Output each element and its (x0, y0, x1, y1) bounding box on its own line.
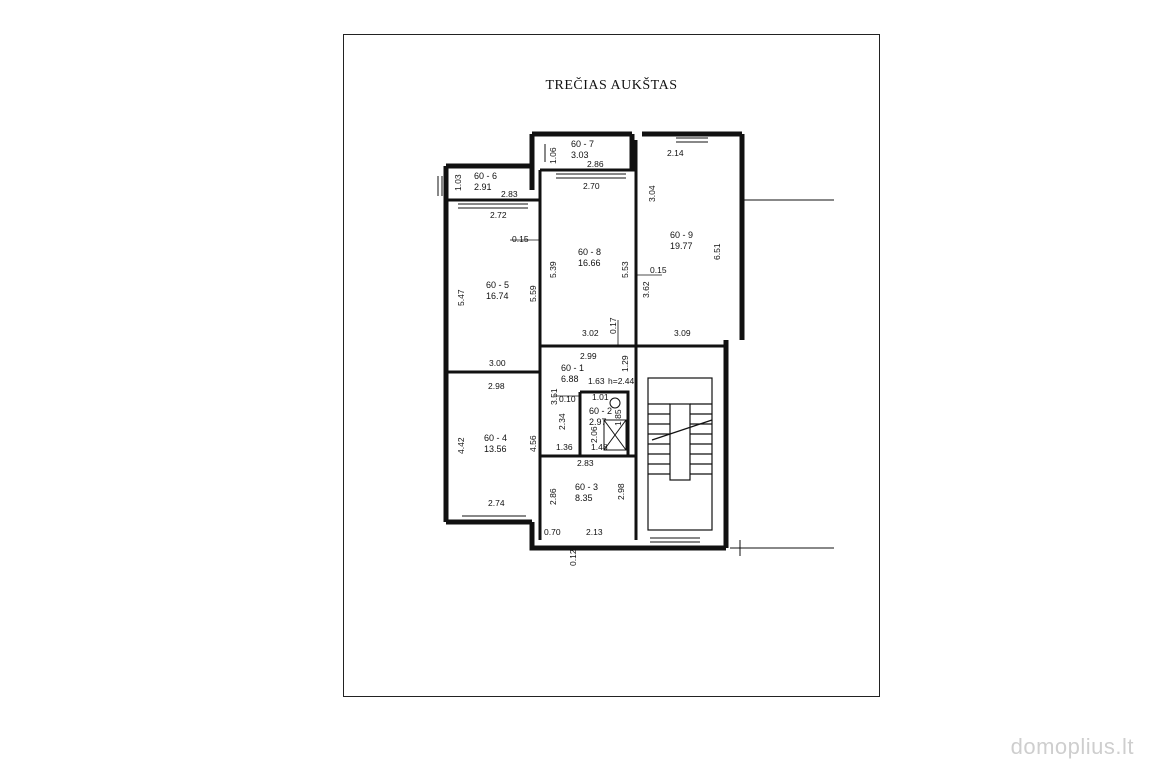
dimension-label: 5.53 (620, 261, 630, 278)
room-60-9: 60 - 9 19.77 (670, 230, 693, 251)
dimension-label: 4.42 (456, 437, 466, 454)
dimension-label: 0.17 (608, 317, 618, 334)
dimension-label: 3.04 (647, 185, 657, 202)
dimension-label: 1.01 (592, 392, 609, 402)
room-60-1: 60 - 1 6.88 (561, 363, 584, 384)
dimension-label: 2.98 (616, 483, 626, 500)
dimension-label: 2.83 (577, 458, 594, 468)
room-60-3: 60 - 3 8.35 (575, 482, 598, 503)
room-60-5: 60 - 5 16.74 (486, 280, 509, 301)
dimension-label: 2.74 (488, 498, 505, 508)
dimension-label: 1.03 (453, 174, 463, 191)
room-area: 19.77 (670, 241, 693, 251)
dimension-label: 2.99 (580, 351, 597, 361)
room-area: 3.03 (571, 150, 589, 160)
room-area: 13.56 (484, 444, 507, 454)
dimension-label: 2.86 (587, 159, 604, 169)
dimension-label: h=2.44 (608, 376, 635, 386)
room-area: 16.66 (578, 258, 601, 268)
dimension-label: 6.51 (712, 243, 722, 260)
room-id: 60 - 5 (486, 280, 509, 290)
room-60-2: 60 - 2 2.97 (589, 406, 612, 427)
drawing-sheet-border (343, 34, 880, 697)
dimension-label: 5.47 (456, 289, 466, 306)
dimension-label: 2.34 (557, 413, 567, 430)
room-60-8: 60 - 8 16.66 (578, 247, 601, 268)
dimension-label: 2.86 (548, 488, 558, 505)
dimension-label: 1.06 (548, 147, 558, 164)
dimension-label: 0.15 (512, 234, 529, 244)
dimension-label: 2.13 (586, 527, 603, 537)
room-area: 2.91 (474, 182, 492, 192)
dimension-label: 3.51 (549, 388, 559, 405)
floor-title: TREČIAS AUKŠTAS (545, 78, 678, 93)
dimension-label: 1.63 (588, 376, 605, 386)
room-area: 16.74 (486, 291, 509, 301)
dimension-label: 0.12 (568, 549, 578, 566)
dimension-label: 2.98 (488, 381, 505, 391)
dimension-label: 1.29 (620, 355, 630, 372)
dimension-label: 2.14 (667, 148, 684, 158)
dimension-label: 0.70 (544, 527, 561, 537)
room-id: 60 - 8 (578, 247, 601, 257)
room-id: 60 - 9 (670, 230, 693, 240)
dimension-label: 0.10 (559, 394, 576, 404)
room-id: 60 - 1 (561, 363, 584, 373)
room-id: 60 - 2 (589, 406, 612, 416)
dimension-label: 3.02 (582, 328, 599, 338)
dimension-label: 5.59 (528, 285, 538, 302)
room-60-6: 60 - 6 2.91 (474, 171, 497, 192)
dimension-label: 2.06 (589, 426, 599, 443)
room-60-4: 60 - 4 13.56 (484, 433, 507, 454)
dimension-label: 1.85 (613, 409, 623, 426)
room-id: 60 - 6 (474, 171, 497, 181)
room-60-7: 60 - 7 3.03 (571, 139, 594, 160)
room-area: 8.35 (575, 493, 593, 503)
dimension-label: 5.39 (548, 261, 558, 278)
room-id: 60 - 4 (484, 433, 507, 443)
dimension-label: 3.62 (641, 281, 651, 298)
dimension-labels: 1.03 2.83 1.06 2.86 2.70 2.14 3.04 2.72 … (453, 147, 722, 566)
watermark-logo: domoplius.lt (1010, 734, 1134, 759)
dimension-label: 2.72 (490, 210, 507, 220)
dimension-label: 3.00 (489, 358, 506, 368)
dimension-label: 0.15 (650, 265, 667, 275)
dimension-label: 4.56 (528, 435, 538, 452)
room-area: 6.88 (561, 374, 579, 384)
dimension-label: 2.83 (501, 189, 518, 199)
dimension-label: 2.70 (583, 181, 600, 191)
dimension-label: 1.36 (556, 442, 573, 452)
room-id: 60 - 7 (571, 139, 594, 149)
dimension-label: 1.48 (591, 442, 608, 452)
room-area: 2.97 (589, 417, 607, 427)
dimension-label: 3.09 (674, 328, 691, 338)
room-id: 60 - 3 (575, 482, 598, 492)
